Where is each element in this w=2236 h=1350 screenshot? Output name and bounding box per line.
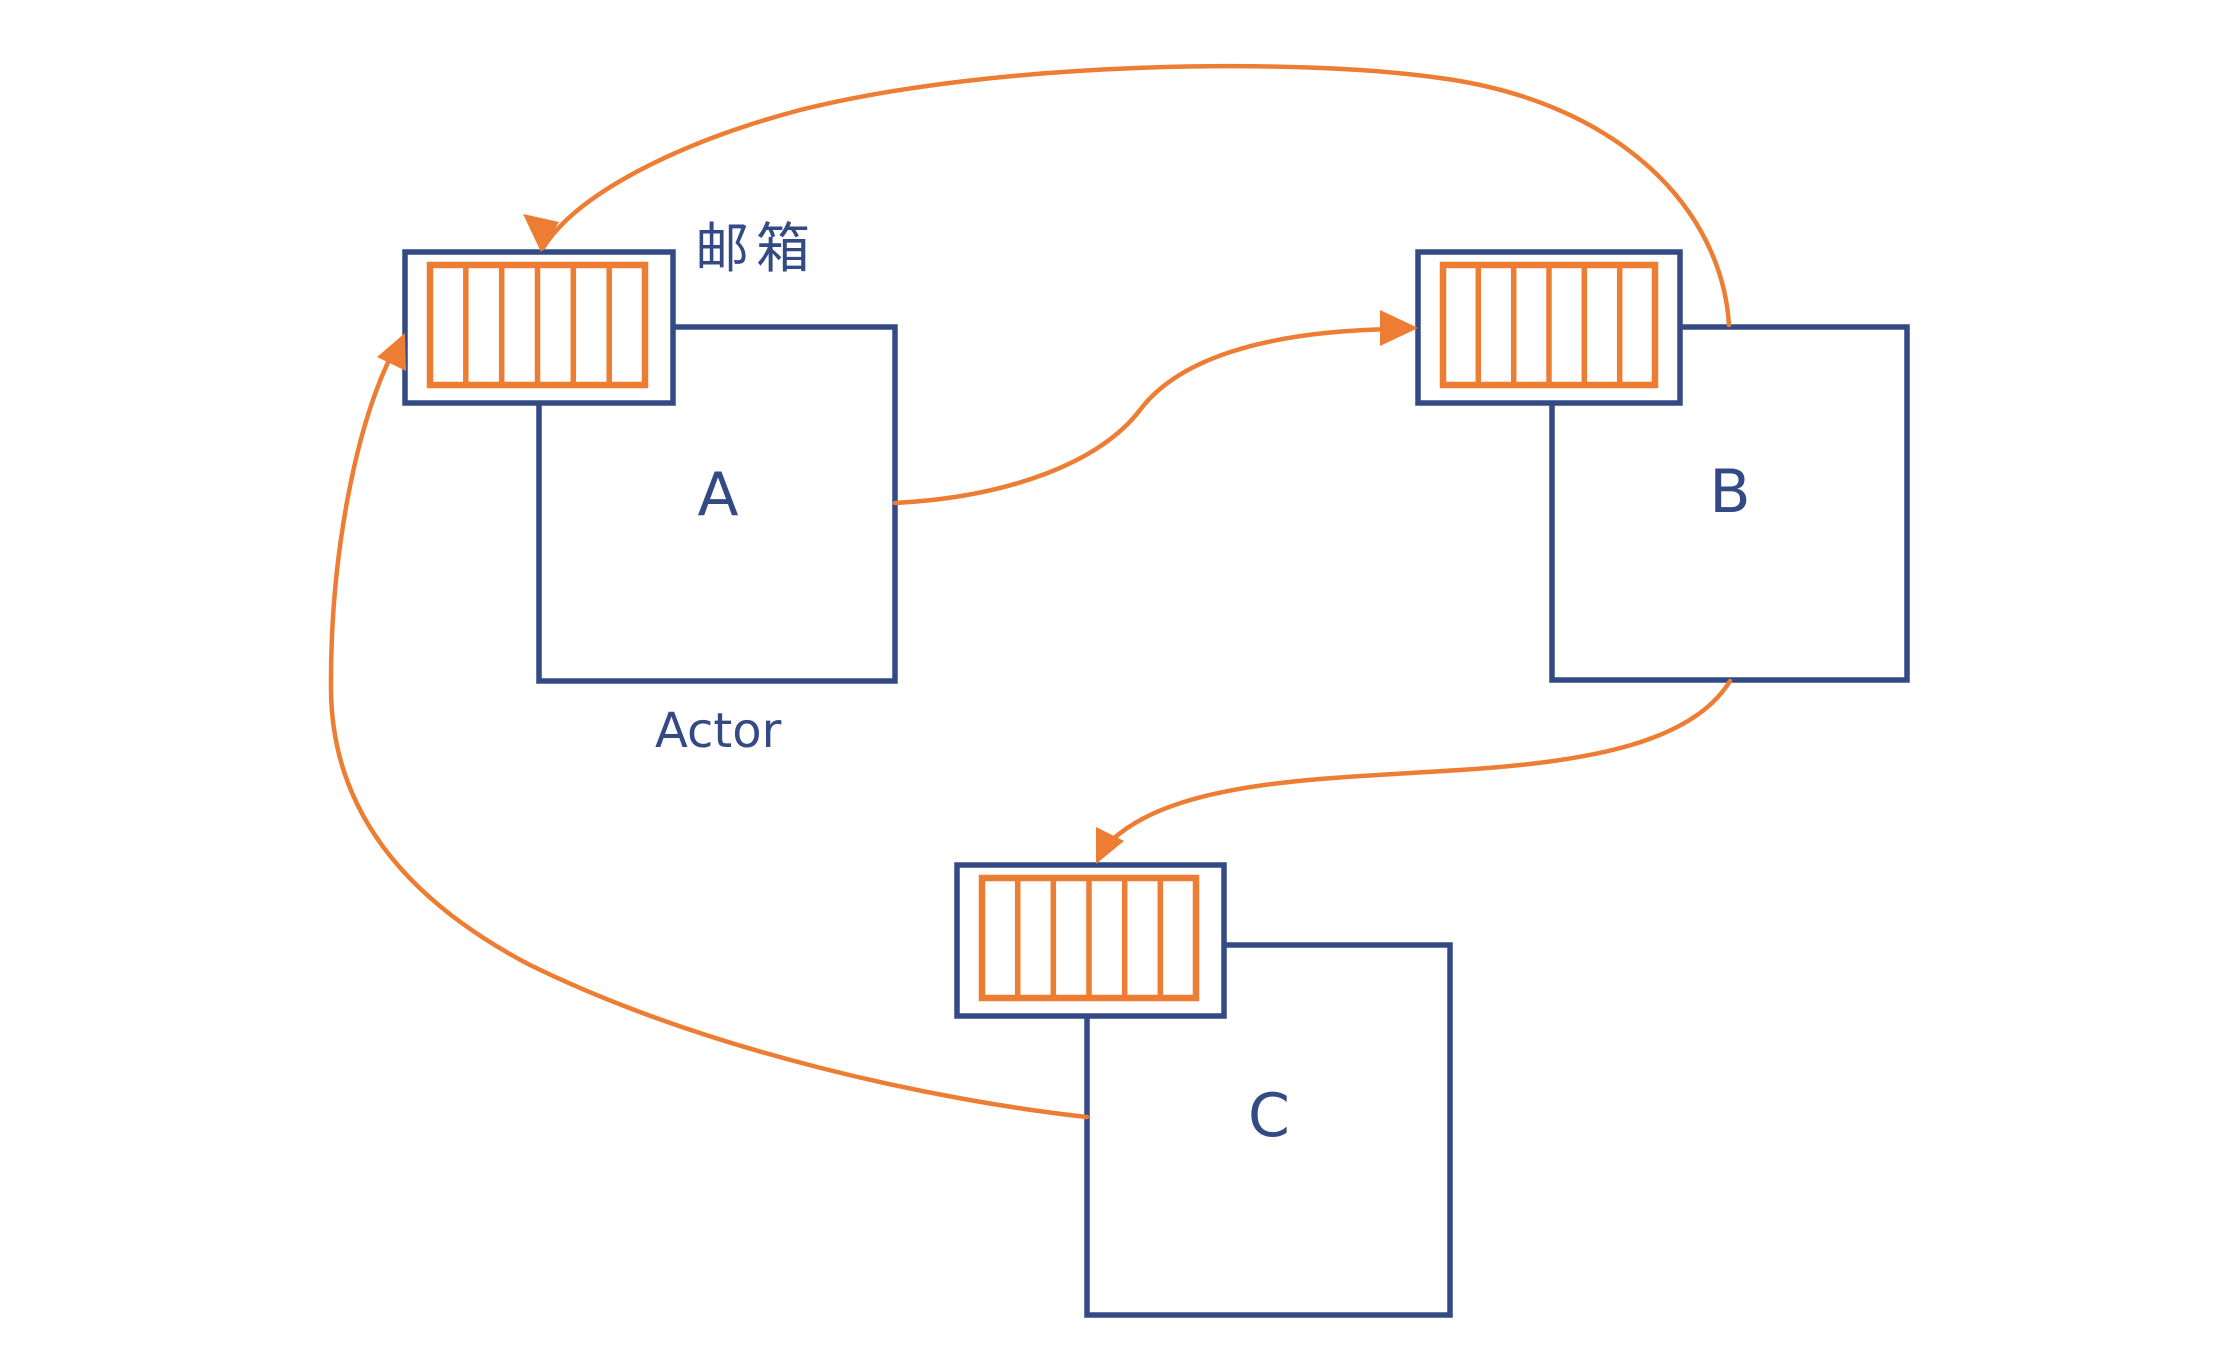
mailbox-b <box>1415 249 1683 406</box>
arrow-c-to-a-mailbox <box>328 347 1090 1120</box>
arrowhead-into-a-mailbox-left <box>377 333 406 371</box>
arrowhead-into-b-mailbox-left <box>1380 310 1418 346</box>
mailbox-a <box>402 249 676 406</box>
actor-c-label: C <box>1248 1081 1290 1151</box>
mailbox-b-slot-dividers <box>1475 265 1623 385</box>
mailbox-a-slot-dividers <box>463 265 612 385</box>
arrowhead-into-c-mailbox-top <box>1096 827 1124 864</box>
arrowheads <box>377 214 1418 864</box>
arrow-a-to-b-mailbox <box>892 326 1407 506</box>
actor-b-label: B <box>1709 457 1751 527</box>
actor-caption: Actor <box>655 703 782 759</box>
mailbox-c <box>954 862 1227 1019</box>
mailbox-label: 邮箱 <box>695 217 817 280</box>
mailbox-c-slot-dividers <box>1014 878 1164 998</box>
arrowhead-into-a-mailbox-top <box>523 214 559 252</box>
arrow-b-to-a-mailbox <box>540 63 1732 328</box>
message-arrows <box>328 63 1733 1120</box>
arrow-b-to-c-mailbox <box>1109 678 1733 843</box>
actor-a-label: A <box>697 460 739 530</box>
